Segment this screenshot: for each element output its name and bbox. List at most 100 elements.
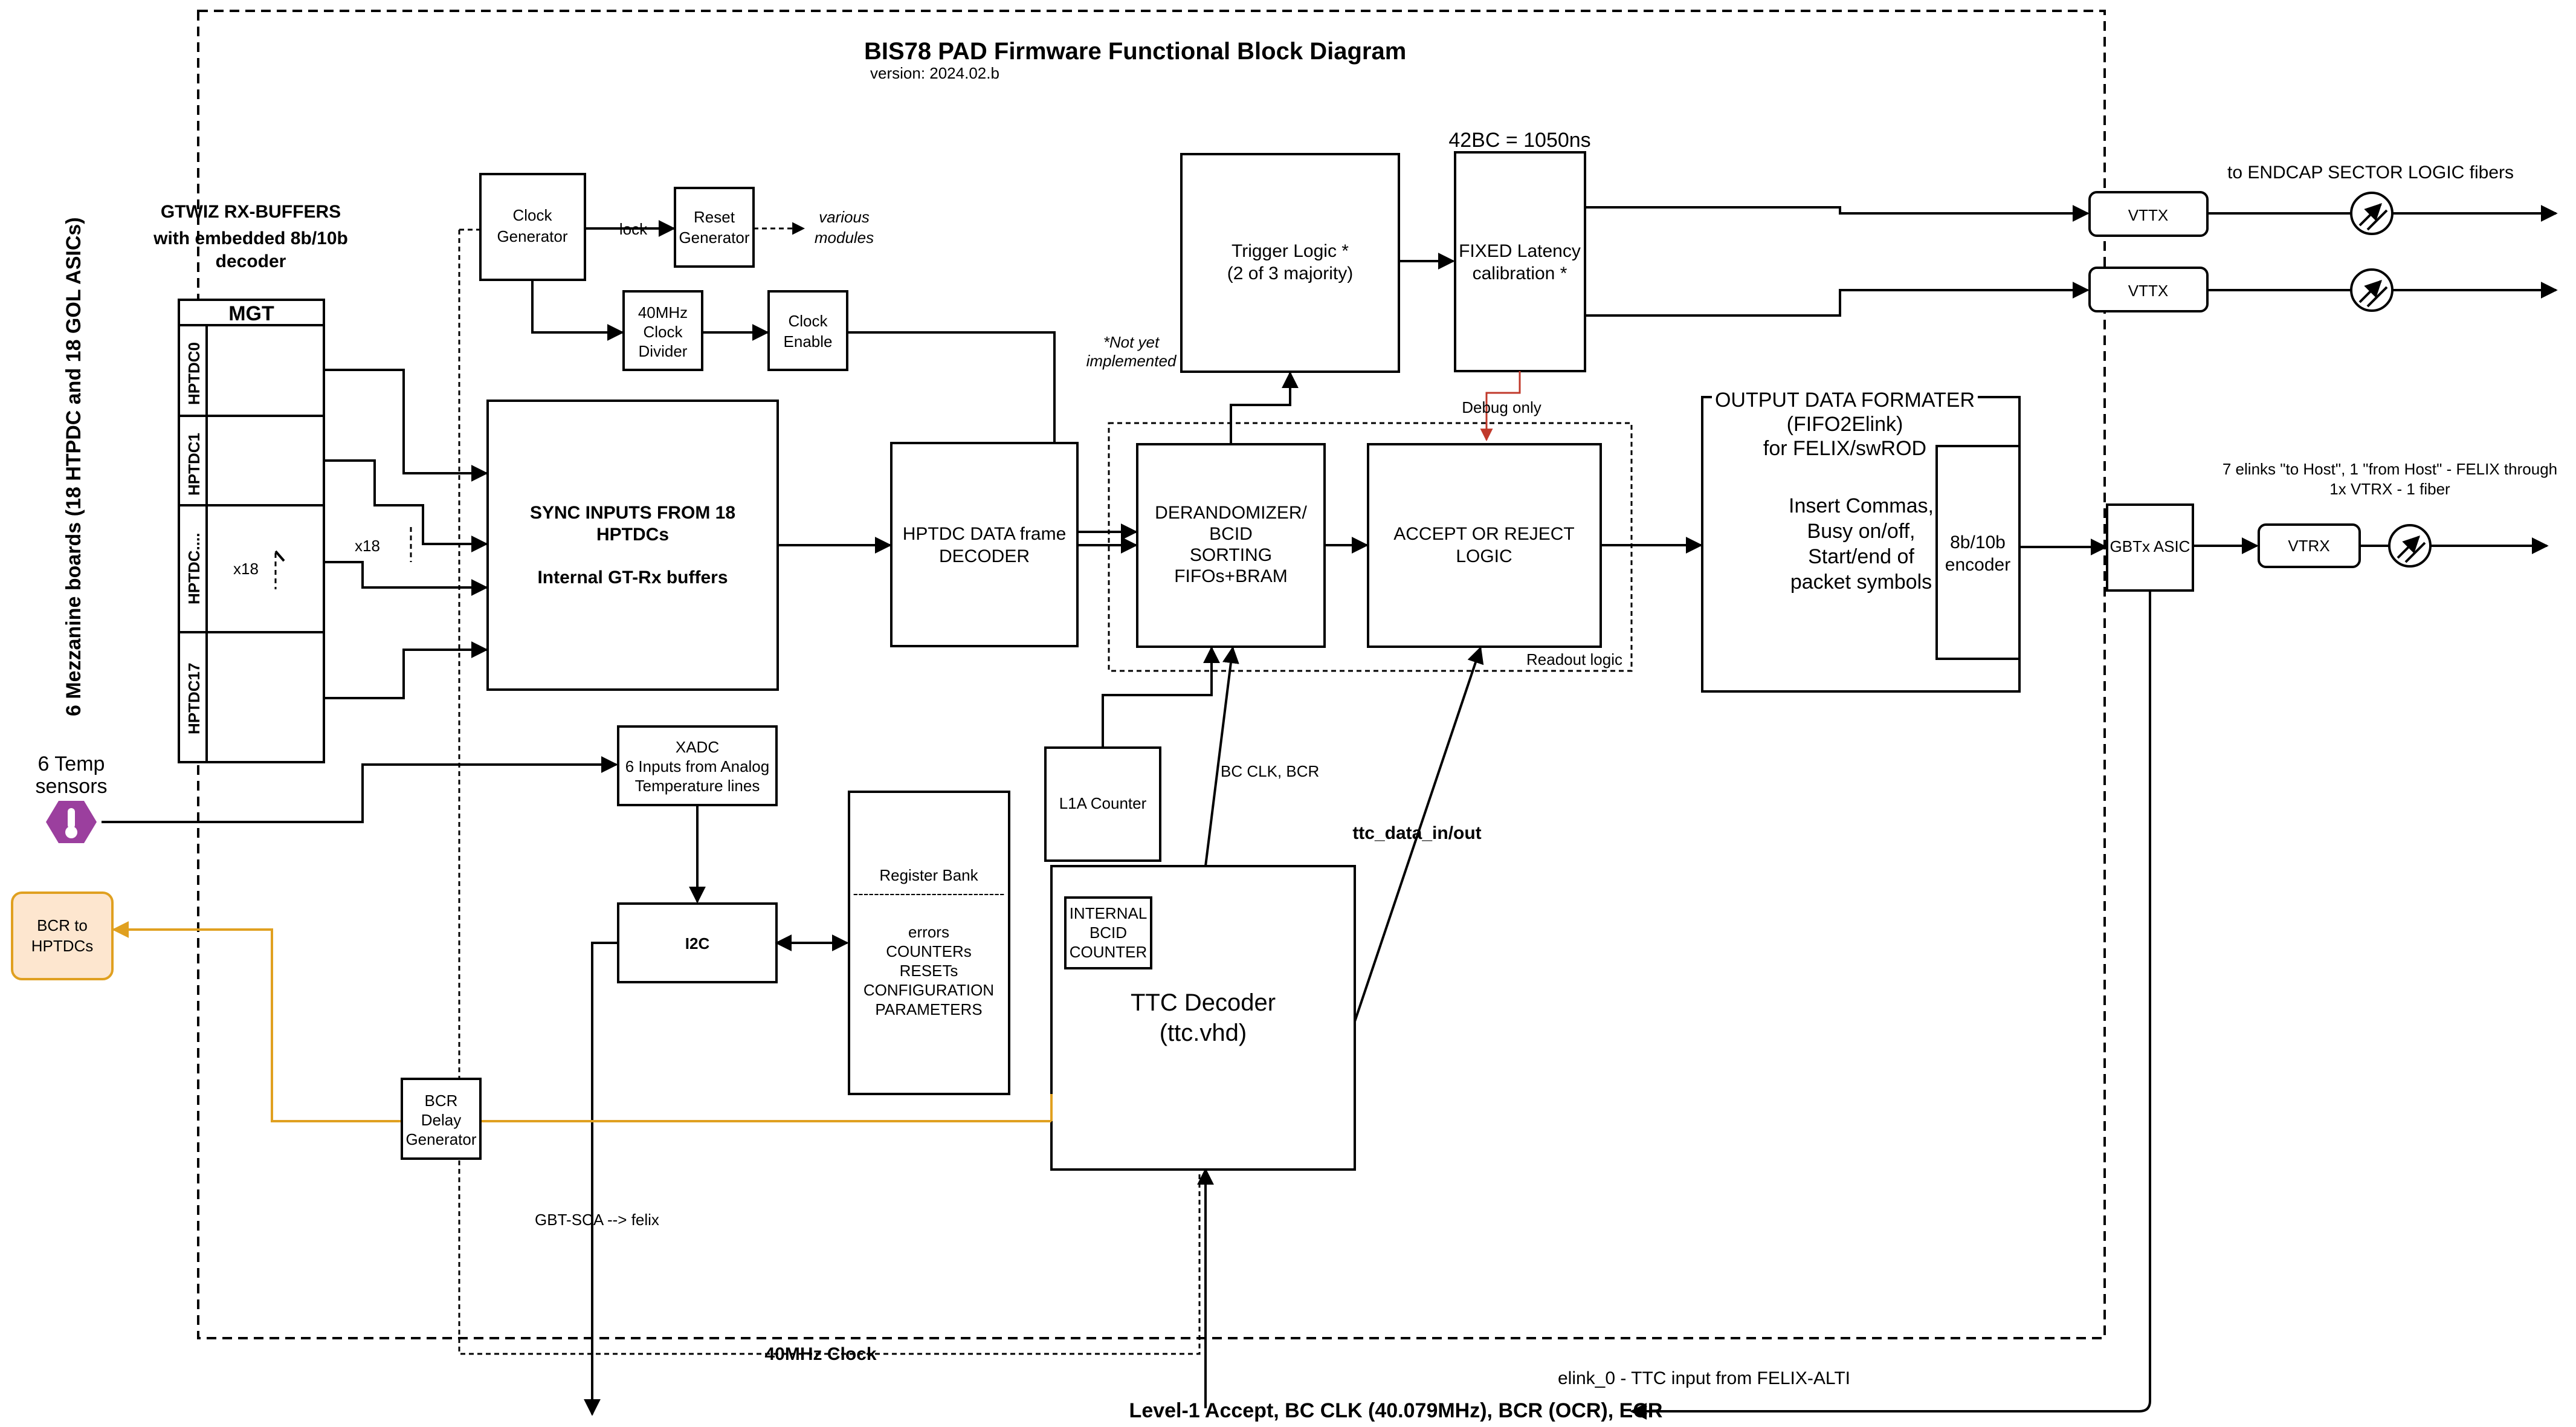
- i2c-label: I2C: [685, 934, 710, 953]
- sync-inputs-line-2: HPTDCs: [596, 525, 669, 545]
- mgt-row-0: HPTDC0: [185, 342, 203, 405]
- i2c-block: I2C: [617, 902, 778, 983]
- output-formatter-body-4: packet symbols: [1790, 571, 1932, 594]
- gtwiz-label-1: GTWIZ RX-BUFFERS: [161, 202, 341, 222]
- clock-generator-line-1: Clock: [512, 206, 552, 224]
- xadc-line-1: XADC: [676, 738, 719, 756]
- clock-enable-line-2: Enable: [784, 332, 833, 351]
- bcr-delay-block: BCR Delay Generator: [401, 1078, 482, 1160]
- vttx-2: VTTX: [2088, 267, 2209, 312]
- latency-header: 42BC = 1050ns: [1448, 129, 1590, 152]
- various-modules-2: modules: [815, 228, 874, 247]
- ttc-decoder-line-1: TTC Decoder: [1131, 989, 1276, 1016]
- trigger-logic-line-2: (2 of 3 majority): [1227, 264, 1353, 283]
- register-bank-line-5: COUNTERs: [886, 942, 972, 960]
- clock-divider-line-1: 40MHz: [638, 303, 688, 322]
- gtwiz-label-2: with embedded 8b/10b: [153, 228, 348, 248]
- mgt-row-2: HPTDC....: [185, 533, 203, 604]
- gbtx-label: GBTx ASIC: [2110, 537, 2190, 555]
- clock-enable-line-1: Clock: [788, 312, 828, 330]
- internal-bcid-line-3: COUNTER: [1070, 943, 1148, 961]
- hptdc-decoder-block: HPTDC DATA frame DECODER: [890, 442, 1079, 647]
- output-formatter-line-2: (FIFO2Elink): [1787, 413, 1903, 436]
- thermometer-icon: [46, 801, 97, 843]
- derandomizer-block: DERANDOMIZER/ BCID SORTING FIFOs+BRAM: [1136, 443, 1326, 648]
- accept-reject-line-1: ACCEPT OR REJECT: [1393, 524, 1575, 544]
- gbtx-block: GBTx ASIC: [2106, 503, 2194, 592]
- bcr-to-hptdcs-line-2: HPTDCs: [31, 937, 94, 955]
- derandomizer-line-1: DERANDOMIZER/: [1155, 503, 1307, 523]
- l1a-counter-block: L1A Counter: [1044, 746, 1161, 862]
- vtrx-block: VTRX: [2258, 523, 2361, 568]
- trigger-logic-block: Trigger Logic * (2 of 3 majority): [1180, 153, 1400, 373]
- accept-reject-line-2: LOGIC: [1456, 546, 1512, 566]
- temp-label-1: 6 Temp: [38, 752, 105, 775]
- optical-icon-3: [2388, 524, 2432, 568]
- sync-inputs-block: SYNC INPUTS FROM 18 HPTDCs Internal GT-R…: [486, 400, 779, 691]
- bcr-delay-line-2: Delay: [421, 1111, 461, 1129]
- elinks-label-2: 1x VTRX - 1 fiber: [2329, 480, 2450, 498]
- clock-divider-block: 40MHz Clock Divider: [622, 290, 703, 371]
- internal-bcid-line-1: INTERNAL: [1070, 904, 1148, 922]
- ttc-decoder-line-2: (ttc.vhd): [1160, 1020, 1247, 1046]
- fixed-latency-line-1: FIXED Latency: [1459, 241, 1581, 261]
- various-modules-1: various: [819, 208, 870, 226]
- endcap-label: to ENDCAP SECTOR LOGIC fibers: [2227, 163, 2514, 183]
- side-label: 6 Mezzanine boards (18 HTPDC and 18 GOL …: [62, 217, 85, 716]
- level1-label: Level-1 Accept, BC CLK (40.079MHz), BCR …: [1129, 1399, 1663, 1422]
- fixed-latency-block: FIXED Latency calibration *: [1454, 151, 1586, 372]
- output-formatter-line-3: for FELIX/swROD: [1763, 437, 1926, 460]
- reset-generator-block: Reset Generator: [674, 187, 755, 268]
- xadc-line-3: Temperature lines: [635, 777, 760, 795]
- gtwiz-label-3: decoder: [216, 251, 286, 271]
- bcr-to-hptdcs-block: BCR to HPTDCs: [11, 891, 114, 980]
- register-bank-line-7: CONFIGURATION: [864, 981, 994, 999]
- mgt-header: MGT: [228, 302, 274, 325]
- bcr-delay-line-3: Generator: [405, 1130, 476, 1148]
- diagram-title: BIS78 PAD Firmware Functional Block Diag…: [864, 38, 1406, 65]
- output-formatter-body-2: Busy on/off,: [1807, 520, 1916, 543]
- internal-bcid-line-2: BCID: [1089, 924, 1127, 942]
- mgt-x18-inner: x18: [233, 560, 259, 578]
- diagram-version: version: 2024.02.b: [870, 64, 999, 82]
- ttc-data-label: ttc_data_in/out: [1352, 823, 1481, 843]
- accept-reject-block: ACCEPT OR REJECT LOGIC: [1367, 443, 1602, 648]
- mgt-row-1: HPTDC1: [185, 433, 203, 496]
- not-yet-implemented-2: implemented: [1086, 352, 1177, 370]
- vttx-1-label: VTTX: [2128, 206, 2168, 224]
- hptdc-decoder-line-1: HPTDC DATA frame: [903, 524, 1067, 544]
- derandomizer-line-3: SORTING: [1190, 545, 1272, 565]
- mgt-block: MGT HPTDC0 HPTDC1 HPTDC.... HPTDC17 x18: [178, 299, 325, 763]
- elinks-label-1: 7 elinks "to Host", 1 "from Host" - FELI…: [2223, 460, 2557, 478]
- clock-enable-block: Clock Enable: [767, 290, 848, 371]
- reset-generator-line-2: Generator: [679, 228, 749, 247]
- optical-icon-2: [2350, 268, 2394, 312]
- vtrx-label: VTRX: [2288, 537, 2329, 555]
- mgt-row-3: HPTDC17: [185, 663, 203, 734]
- clock-divider-line-3: Divider: [639, 342, 688, 360]
- temp-label-2: sensors: [35, 775, 107, 798]
- gbt-sca-label: GBT-SCA --> felix: [535, 1211, 659, 1229]
- register-bank-line-1: Register Bank: [879, 866, 978, 884]
- derandomizer-line-2: BCID: [1209, 524, 1253, 544]
- l1a-counter-label: L1A Counter: [1059, 794, 1147, 812]
- register-bank-line-2: -----------------------------: [853, 884, 1004, 902]
- encoder-line-1: 8b/10b: [1950, 532, 2006, 552]
- xadc-block: XADC 6 Inputs from Analog Temperature li…: [617, 725, 778, 806]
- register-bank-block: Register Bank --------------------------…: [848, 791, 1010, 1095]
- optical-icon-1: [2350, 192, 2394, 235]
- encoder-line-2: encoder: [1945, 555, 2010, 575]
- elink0-label: elink_0 - TTC input from FELIX-ALTI: [1558, 1368, 1850, 1388]
- readout-logic-label: Readout logic: [1526, 650, 1622, 668]
- derandomizer-line-4: FIFOs+BRAM: [1174, 566, 1288, 586]
- encoder-block: 8b/10b encoder: [1935, 445, 2021, 660]
- debug-only-label: Debug only: [1462, 398, 1541, 416]
- lock-label: lock: [619, 220, 648, 238]
- bcr-delay-line-1: BCR: [425, 1092, 458, 1110]
- clock-divider-line-2: Clock: [643, 323, 683, 341]
- clock-generator-block: Clock Generator: [479, 173, 586, 281]
- clock-40mhz-path: [458, 230, 1201, 1355]
- x18-outer: x18: [355, 537, 380, 555]
- clock-40mhz-label: 40MHz Clock: [764, 1344, 876, 1364]
